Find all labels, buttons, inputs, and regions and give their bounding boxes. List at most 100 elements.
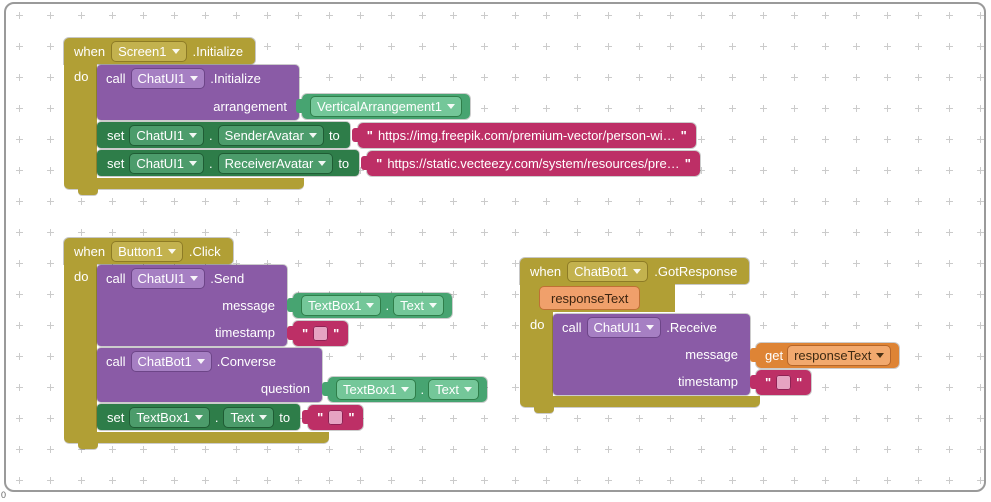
to-keyword: to (338, 155, 350, 171)
dot-separator: . (385, 298, 390, 313)
call-chatui-receive-block[interactable]: call ChatUI1 .Receive message timestamp (553, 314, 750, 395)
chevron-down-icon (447, 104, 456, 109)
chevron-down-icon (259, 414, 268, 420)
property-dropdown[interactable]: Text (394, 296, 443, 315)
string-value: https://static.vecteezy.com/system/resou… (387, 155, 680, 171)
call-chatui-send-block[interactable]: call ChatUI1 .Send message timestamp (97, 265, 287, 346)
dropdown-value: TextBox1 (308, 298, 362, 313)
dropdown-value: Button1 (118, 243, 163, 259)
set-sender-avatar-block[interactable]: set ChatUI1 . SenderAvatar to (97, 122, 350, 148)
arg-label-question: question (260, 381, 310, 396)
next-connector-tab (78, 443, 98, 449)
set-textbox-text-line: set TextBox1 . Text to " " (97, 404, 364, 430)
chevron-down-icon (428, 303, 437, 308)
component-dropdown[interactable]: ChatBot1 (568, 261, 648, 281)
set-keyword: set (107, 409, 125, 425)
component-dropdown[interactable]: ChatBot1 (131, 352, 211, 371)
call-keyword: call (106, 71, 126, 86)
chevron-down-icon (401, 387, 410, 392)
dropdown-value: ChatUI1 (137, 71, 186, 86)
call-keyword: call (106, 271, 126, 286)
close-quote: " (348, 409, 355, 425)
open-quote: " (376, 155, 383, 171)
component-dropdown[interactable]: TextBox1 (130, 407, 209, 427)
variable-dropdown[interactable]: responseText (788, 346, 891, 365)
dropdown-value: ChatUI1 (137, 271, 186, 286)
chevron-down-icon (194, 414, 203, 420)
dropdown-value: TextBox1 (343, 382, 397, 397)
chevron-down-icon (463, 387, 472, 392)
vertical-arrangement-getter-block[interactable]: VerticalArrangement1 (295, 94, 471, 119)
dropdown-value: ChatUI1 (593, 320, 642, 335)
textbox-text-getter-block[interactable]: TextBox1 . Text (322, 377, 487, 402)
dropdown-value: ChatUI1 (136, 155, 185, 171)
parameter-name: responseText (551, 290, 629, 306)
set-textbox-text-block[interactable]: set TextBox1 . Text to (97, 404, 301, 430)
component-dropdown[interactable]: ChatUI1 (131, 69, 205, 88)
set-receiver-avatar-block[interactable]: set ChatUI1 . ReceiverAvatar to (97, 150, 360, 176)
empty-text-field[interactable] (776, 375, 792, 390)
text-string-block[interactable]: " https://img.freepik.com/premium-vector… (351, 122, 696, 148)
empty-string-block[interactable]: " " (302, 404, 364, 430)
close-quote: " (680, 127, 687, 143)
chevron-down-icon (167, 248, 176, 254)
call-keyword: call (106, 354, 126, 369)
arg-label-message: message (685, 347, 738, 362)
dropdown-value: Text (230, 409, 255, 425)
chevron-down-icon (189, 160, 198, 166)
arg-label-timestamp: timestamp (678, 374, 738, 389)
event-header[interactable]: when ChatBot1 .GotResponse (520, 258, 750, 284)
do-keyword: do (74, 69, 89, 84)
component-dropdown[interactable]: ChatUI1 (131, 269, 205, 288)
chevron-down-icon (366, 303, 375, 308)
component-dropdown[interactable]: Button1 (112, 241, 182, 261)
property-dropdown[interactable]: ReceiverAvatar (218, 153, 333, 173)
textbox-text-getter-block[interactable]: TextBox1 . Text (287, 293, 452, 318)
call-chatui-initialize-block[interactable]: call ChatUI1 .Initialize arrangement (97, 65, 299, 120)
property-dropdown[interactable]: Text (224, 407, 274, 427)
text-string-block[interactable]: " https://static.vecteezy.com/system/res… (361, 150, 700, 176)
chevron-down-icon (876, 353, 885, 358)
empty-text-field[interactable] (328, 409, 344, 425)
do-keyword: do (530, 317, 545, 332)
empty-text-field[interactable] (313, 326, 329, 341)
when-keyword: when (74, 43, 106, 59)
empty-string-block[interactable]: " " (749, 370, 812, 395)
component-dropdown[interactable]: ChatUI1 (130, 125, 204, 145)
event-header[interactable]: when Button1 .Click (64, 238, 233, 264)
component-dropdown[interactable]: ChatUI1 (587, 318, 661, 337)
open-quote: " (765, 375, 772, 390)
event-header[interactable]: when Screen1 .Initialize (64, 38, 256, 64)
component-dropdown[interactable]: Screen1 (112, 41, 186, 61)
component-dropdown[interactable]: ChatUI1 (130, 153, 204, 173)
property-dropdown[interactable]: Text (429, 380, 478, 399)
arg-label-arrangement: arrangement (213, 98, 287, 114)
empty-string-block[interactable]: " " (286, 321, 349, 346)
method-name-label: .Receive (666, 320, 717, 335)
close-quote: " (796, 375, 803, 390)
dot-separator: . (209, 155, 213, 171)
property-dropdown[interactable]: SenderAvatar (218, 125, 323, 145)
dropdown-value: TextBox1 (136, 409, 190, 425)
component-dropdown[interactable]: TextBox1 (302, 296, 381, 315)
call-chatbot-converse-block[interactable]: call ChatBot1 .Converse question (97, 348, 322, 402)
dropdown-value: VerticalArrangement1 (317, 99, 443, 114)
blocks-canvas[interactable]: when Screen1 .Initialize do call ChatUI1… (4, 2, 986, 492)
component-dropdown[interactable]: VerticalArrangement1 (311, 97, 462, 116)
event-parameter-responsetext[interactable]: responseText (540, 287, 640, 309)
chevron-down-icon (190, 276, 199, 281)
set-keyword: set (107, 127, 125, 143)
ruler-origin-label: 0 (1, 490, 7, 500)
next-connector-tab (78, 189, 98, 195)
method-name-label: .Converse (216, 354, 276, 369)
set-keyword: set (107, 155, 125, 171)
event-block-footer (520, 396, 760, 407)
event-name-label: .Click (188, 243, 221, 259)
dropdown-value: ChatBot1 (574, 263, 629, 279)
next-connector-tab (534, 407, 554, 413)
chevron-down-icon (318, 160, 327, 166)
get-variable-block[interactable]: get responseText (749, 343, 900, 368)
event-name-label: .Initialize (192, 43, 244, 59)
dropdown-value: Text (435, 382, 459, 397)
component-dropdown[interactable]: TextBox1 (337, 380, 416, 399)
